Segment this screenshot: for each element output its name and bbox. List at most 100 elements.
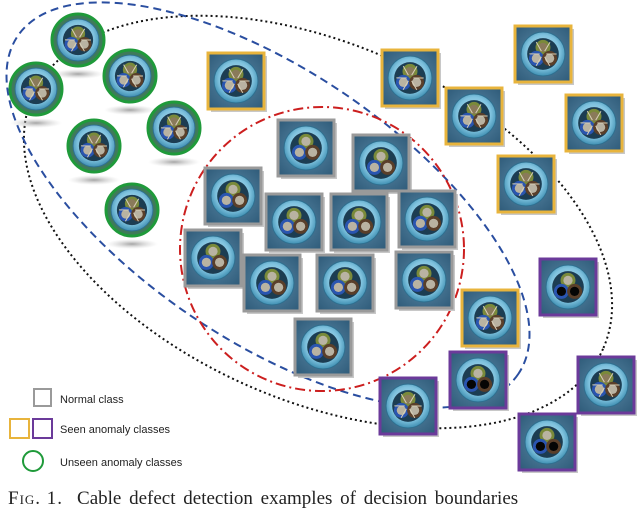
cable-core-wire — [311, 346, 322, 357]
cable-core-wire — [237, 80, 248, 91]
cable-core-wire — [527, 183, 538, 194]
cable-core-wire — [398, 77, 409, 88]
cable-core-wire — [95, 145, 105, 155]
cable-strand — [411, 66, 418, 76]
cable-core-wire — [569, 286, 580, 297]
cable-strand — [518, 171, 525, 182]
cable-core-wire — [419, 268, 429, 279]
cable-core-wire — [79, 39, 89, 49]
cable-strand — [79, 28, 86, 38]
cable-strand — [466, 118, 473, 129]
cable-core-wire — [224, 80, 235, 91]
cable-core-wire — [119, 75, 129, 85]
decision-boundary-diagram: Normal class Seen anomaly classes Unseen… — [5, 1, 637, 473]
cable-strand — [95, 148, 101, 158]
normal-sample — [293, 317, 354, 378]
unseen-anomaly-sample — [146, 100, 202, 167]
cable-strand — [29, 77, 35, 87]
sample-shadow — [68, 175, 120, 185]
legend-seen-swatch-purple — [32, 418, 53, 439]
cable-core-wire — [201, 257, 212, 268]
cable-strand — [131, 78, 137, 88]
cable-strand — [79, 42, 85, 52]
cable-core-wire — [324, 346, 335, 357]
cable-core-wire — [531, 53, 542, 64]
cable-core-wire — [175, 127, 185, 137]
cable-strand — [70, 42, 77, 52]
legend: Normal class Seen anomaly classes Unseen… — [9, 388, 183, 472]
cable-core-wire — [133, 209, 143, 219]
cable-core-wire — [83, 145, 93, 155]
seen-boundary-ellipse — [5, 1, 531, 409]
cable-strand — [402, 65, 409, 76]
legend-seen-label: Seen anomaly classes — [60, 424, 171, 436]
cable-strand — [400, 393, 407, 404]
cable-core-wire — [37, 88, 47, 98]
cable-core-wire — [208, 246, 218, 257]
sample-shadow — [148, 157, 200, 167]
cable-strand — [175, 130, 181, 140]
cable-strand — [237, 69, 244, 79]
normal-sample — [397, 189, 458, 250]
cable-core-wire — [382, 162, 393, 173]
cable-core-wire — [376, 151, 386, 162]
cable-core-wire — [535, 441, 546, 452]
cable-core-wire — [475, 115, 486, 126]
cable-core-wire — [548, 441, 559, 452]
normal-boundary-ellipse — [179, 106, 465, 392]
legend-unseen-label: Unseen anomaly classes — [60, 457, 183, 469]
cable-core-wire — [415, 218, 426, 229]
normal-sample — [276, 118, 337, 179]
cable-strand — [125, 198, 131, 208]
normal-sample — [203, 166, 264, 227]
cable-core-wire — [514, 183, 525, 194]
cable-core-wire — [234, 195, 245, 206]
normal-sample — [264, 192, 325, 253]
cable-core-wire — [282, 221, 293, 232]
cable-strand — [167, 116, 173, 126]
cable-strand — [411, 80, 418, 91]
sample-shadow — [52, 69, 104, 79]
cable-strand — [595, 125, 602, 136]
cable-core-wire — [347, 221, 358, 232]
unseen-anomaly-sample — [104, 182, 160, 249]
cable-strand — [124, 212, 131, 222]
cable-strand — [475, 118, 482, 129]
cable-core-wire — [333, 282, 344, 293]
seen-anomaly-sample — [564, 93, 625, 154]
cable-core-wire — [473, 368, 483, 379]
cable-core-wire — [412, 279, 423, 290]
cable-strand — [400, 408, 407, 419]
seen-anomaly-sample — [496, 154, 557, 215]
normal-sample — [394, 250, 455, 311]
cable-strand — [237, 83, 244, 94]
figure-label: Fig. 1. — [8, 488, 64, 509]
cable-core-wire — [301, 136, 311, 147]
cable-strand — [409, 408, 416, 419]
cable-core-wire — [479, 379, 490, 390]
cable-core-wire — [595, 122, 606, 133]
cable-core-wire — [422, 207, 432, 218]
cable-strand — [586, 125, 593, 136]
cable-core-wire — [428, 218, 439, 229]
cable-core-wire — [542, 430, 552, 441]
cable-strand — [71, 28, 77, 38]
cable-strand — [87, 134, 93, 144]
normal-sample — [183, 228, 244, 289]
unseen-anomaly-sample — [50, 12, 106, 79]
cable-core-wire — [409, 405, 420, 416]
cable-strand — [527, 186, 534, 197]
seen-anomaly-sample — [513, 24, 574, 85]
normal-sample — [242, 253, 303, 314]
cable-strand — [475, 104, 482, 114]
legend-normal-label: Normal class — [60, 394, 124, 406]
cable-strand — [535, 41, 542, 52]
cable-core-wire — [478, 317, 489, 328]
cable-strand — [607, 387, 614, 398]
cable-strand — [37, 77, 44, 87]
cable-core-wire — [228, 184, 238, 195]
cable-core-wire — [369, 162, 380, 173]
sample-shadow — [10, 118, 62, 128]
cable-core-wire — [411, 77, 422, 88]
legend-normal-swatch — [33, 388, 52, 407]
